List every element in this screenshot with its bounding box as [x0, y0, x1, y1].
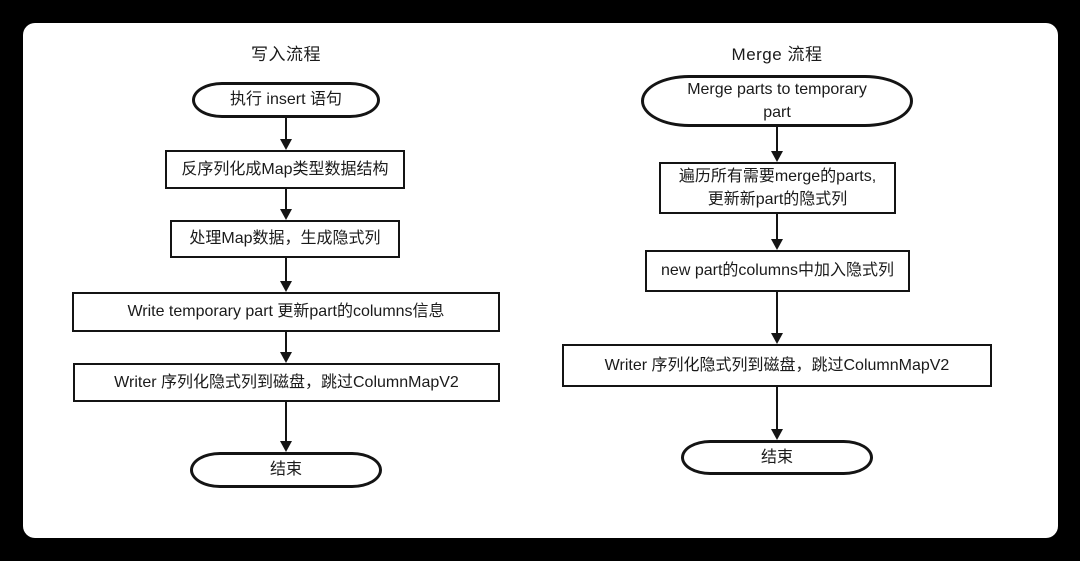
arrow-shaft [285, 118, 287, 140]
node-label-line2: part [763, 104, 791, 121]
arrow-head-icon [771, 239, 783, 250]
node-label: 反序列化成Map类型数据结构 [181, 160, 389, 178]
right-start-terminator: Merge parts to temporary part [641, 75, 913, 127]
arrow-shaft [285, 402, 287, 442]
arrow-shaft [776, 387, 778, 430]
left-process-write-temporary-part: Write temporary part 更新part的columns信息 [72, 292, 500, 332]
diagram-canvas: 写入流程 执行 insert 语句 反序列化成Map类型数据结构 处理Map数据… [23, 23, 1058, 538]
down-arrow [280, 332, 292, 363]
right-process-add-implicit-column: new part的columns中加入隐式列 [645, 250, 910, 292]
arrow-head-icon [280, 139, 292, 150]
node-label: Write temporary part 更新part的columns信息 [127, 303, 445, 321]
arrow-shaft [776, 214, 778, 240]
arrow-head-icon [280, 209, 292, 220]
arrow-head-icon [280, 352, 292, 363]
down-arrow [280, 118, 292, 150]
down-arrow [280, 189, 292, 220]
node-label: Writer 序列化隐式列到磁盘，跳过ColumnMapV2 [114, 373, 459, 391]
node-label-line1: 遍历所有需要merge的parts, [678, 167, 877, 185]
arrow-shaft [285, 258, 287, 282]
node-label: 执行 insert 语句 [229, 91, 343, 109]
arrow-head-icon [771, 429, 783, 440]
node-label: new part的columns中加入隐式列 [661, 262, 894, 280]
down-arrow [280, 402, 292, 452]
node-label-line1: Merge parts to temporary [687, 80, 867, 98]
arrow-shaft [285, 189, 287, 210]
node-label: 处理Map数据，生成隐式列 [189, 230, 381, 248]
left-process-deserialize-map: 反序列化成Map类型数据结构 [165, 150, 405, 189]
arrow-head-icon [280, 281, 292, 292]
down-arrow [771, 387, 783, 440]
left-process-writer-serialize: Writer 序列化隐式列到磁盘，跳过ColumnMapV2 [73, 363, 500, 402]
node-label: 结束 [760, 448, 793, 466]
right-end-terminator: 结束 [681, 440, 873, 475]
arrow-head-icon [771, 151, 783, 162]
left-start-terminator: 执行 insert 语句 [192, 82, 380, 118]
down-arrow [771, 214, 783, 250]
down-arrow [771, 127, 783, 162]
down-arrow [771, 292, 783, 344]
arrow-shaft [776, 127, 778, 152]
arrow-head-icon [771, 333, 783, 344]
right-process-iterate-parts: 遍历所有需要merge的parts, 更新新part的隐式列 [659, 162, 896, 214]
left-end-terminator: 结束 [190, 452, 382, 488]
left-process-handle-map-data: 处理Map数据，生成隐式列 [170, 220, 400, 258]
node-label: Writer 序列化隐式列到磁盘，跳过ColumnMapV2 [604, 356, 950, 374]
down-arrow [280, 258, 292, 292]
left-chart-title: 写入流程 [251, 45, 321, 64]
node-label-line2: 更新新part的隐式列 [707, 191, 848, 208]
right-chart-title: Merge 流程 [731, 45, 823, 64]
arrow-head-icon [280, 441, 292, 452]
arrow-shaft [776, 292, 778, 334]
right-process-writer-serialize: Writer 序列化隐式列到磁盘，跳过ColumnMapV2 [562, 344, 992, 387]
arrow-shaft [285, 332, 287, 353]
node-label: 结束 [269, 461, 302, 479]
